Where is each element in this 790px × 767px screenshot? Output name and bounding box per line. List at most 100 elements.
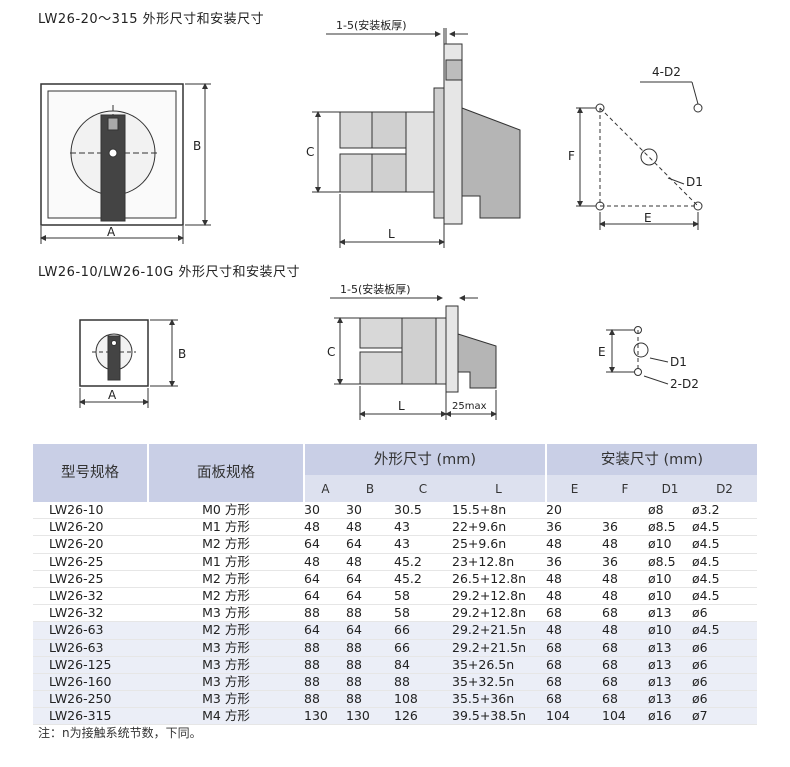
cell-a: 88 [304, 673, 346, 692]
cell-f: 36 [602, 518, 648, 537]
cell-l: 22+9.6n [452, 518, 546, 537]
panel-thickness-small: 1-5(安装板厚) [340, 282, 411, 296]
cell-f: 68 [602, 673, 648, 692]
cell-d1: ø13 [648, 639, 692, 657]
cell-c: 88 [394, 673, 452, 692]
cell-e: 68 [546, 673, 602, 692]
cell-c: 30.5 [394, 502, 452, 520]
spec-table: 型号规格 面板规格 外形尺寸 (mm) 安装尺寸 (mm) A B C L E … [33, 444, 757, 726]
cell-panel: M0 方形 [148, 502, 304, 520]
cell-d1: ø10 [648, 621, 692, 640]
cell-d2: ø4.5 [692, 570, 757, 588]
mounting-pattern-small [606, 326, 669, 385]
cell-d2: ø6 [692, 690, 757, 709]
cell-e: 48 [546, 587, 602, 606]
cell-b: 88 [346, 673, 394, 692]
cell-f: 48 [602, 535, 648, 554]
cell-d1: ø8.5 [648, 518, 692, 537]
cell-d1: ø13 [648, 690, 692, 709]
d1-label-large: D1 [686, 175, 703, 189]
cell-c: 108 [394, 690, 452, 709]
subheader-d2: D2 [692, 475, 757, 502]
cell-e: 68 [546, 690, 602, 709]
cell-a: 88 [304, 690, 346, 709]
cell-panel: M3 方形 [148, 604, 304, 623]
cell-e: 20 [546, 502, 602, 520]
cell-d2: ø6 [692, 673, 757, 692]
cell-e: 68 [546, 639, 602, 657]
cell-f: 68 [602, 656, 648, 674]
heading-lw26-20-315: LW26-20～315 外形尺寸和安装尺寸 [38, 12, 265, 27]
cell-d2: ø4.5 [692, 621, 757, 640]
cell-b: 88 [346, 656, 394, 674]
cell-e: 36 [546, 553, 602, 571]
cell-l: 29.2+21.5n [452, 639, 546, 657]
subheader-f: F [602, 475, 648, 502]
cell-c: 43 [394, 518, 452, 537]
cell-d2: ø4.5 [692, 535, 757, 554]
mounting-pattern-large [576, 81, 703, 230]
cell-model: LW26-20 [33, 535, 148, 554]
cell-panel: M2 方形 [148, 587, 304, 606]
cell-panel: M2 方形 [148, 570, 304, 588]
cell-l: 29.2+21.5n [452, 621, 546, 640]
cell-e: 36 [546, 518, 602, 537]
side-view-large [312, 28, 521, 248]
header-outline: 外形尺寸 (mm) [303, 444, 546, 475]
cell-d1: ø10 [648, 587, 692, 606]
cell-d2: ø6 [692, 639, 757, 657]
cell-f: 68 [602, 604, 648, 623]
cell-f: 48 [602, 570, 648, 588]
cell-a: 64 [304, 621, 346, 640]
cell-model: LW26-63 [33, 621, 148, 640]
cell-f: 68 [602, 690, 648, 709]
cell-c: 66 [394, 621, 452, 640]
cell-l: 15.5+8n [452, 502, 546, 520]
cell-panel: M2 方形 [148, 621, 304, 640]
cell-b: 30 [346, 502, 394, 520]
cell-panel: M3 方形 [148, 656, 304, 674]
cell-model: LW26-32 [33, 587, 148, 606]
cell-l: 29.2+12.8n [452, 604, 546, 623]
cell-d1: ø13 [648, 656, 692, 674]
cell-f: 104 [602, 707, 648, 726]
cell-a: 88 [304, 639, 346, 657]
cell-model: LW26-250 [33, 690, 148, 709]
cell-d2: ø7 [692, 707, 757, 726]
cell-model: LW26-25 [33, 570, 148, 588]
cell-l: 35+26.5n [452, 656, 546, 674]
cell-panel: M4 方形 [148, 707, 304, 726]
cell-a: 64 [304, 535, 346, 554]
subheader-e: E [545, 475, 602, 502]
header-panel: 面板规格 [147, 444, 304, 502]
dim-c-large: C [306, 145, 314, 159]
max25-label: 25max [452, 401, 487, 412]
cell-f [602, 502, 648, 520]
subheader-c: C [394, 475, 452, 502]
cell-b: 130 [346, 707, 394, 726]
header-model: 型号规格 [33, 444, 148, 502]
dim-l-large: L [388, 227, 395, 241]
cell-c: 45.2 [394, 553, 452, 571]
cell-l: 35.5+36n [452, 690, 546, 709]
dim-b-large: B [193, 139, 201, 153]
cell-model: LW26-160 [33, 673, 148, 692]
cell-d1: ø16 [648, 707, 692, 726]
cell-model: LW26-63 [33, 639, 148, 657]
cell-l: 25+9.6n [452, 535, 546, 554]
subheader-l: L [452, 475, 546, 502]
front-view-small [79, 319, 178, 408]
cell-e: 48 [546, 621, 602, 640]
cell-c: 43 [394, 535, 452, 554]
cell-d2: ø6 [692, 656, 757, 674]
cell-model: LW26-315 [33, 707, 148, 726]
